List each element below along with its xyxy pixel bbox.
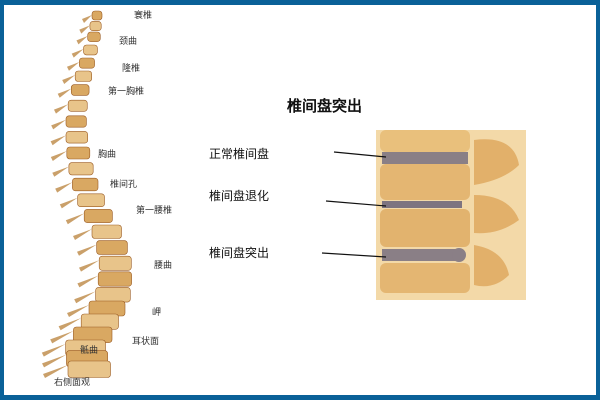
spinous-process	[55, 182, 73, 193]
label-herniated-disc: 椎间盘突出	[209, 246, 270, 260]
spinous-process	[77, 244, 97, 256]
spinous-process	[62, 75, 76, 84]
vertebra	[74, 70, 92, 82]
vertebra	[67, 99, 88, 112]
label-vertebra-prominens: 隆椎	[122, 64, 141, 74]
label-sacral-curve: 骶曲	[80, 346, 99, 356]
label-thoracic-curve: 胸曲	[98, 150, 117, 160]
disc-illustration	[321, 130, 526, 300]
disc-title: 椎间盘突出	[287, 97, 363, 115]
spinous-process	[41, 344, 66, 357]
label-promontory: 岬	[152, 308, 162, 318]
diagram-canvas: 寰椎 颈曲 隆椎 第一胸椎 胸曲 椎间孔 第一腰椎 腰曲 岬 耳状面 骶曲 右侧…	[4, 5, 596, 395]
label-degenerated-disc: 椎间盘退化	[209, 189, 270, 203]
spinous-process	[58, 318, 82, 331]
spinous-process	[57, 88, 72, 98]
spinous-process	[42, 354, 67, 368]
spinous-process	[59, 197, 78, 209]
spinous-process	[79, 260, 100, 272]
label-first-lumbar: 第一腰椎	[136, 206, 173, 216]
spinous-process	[79, 25, 90, 34]
vertebra	[70, 84, 90, 96]
vertebra	[91, 224, 122, 239]
label-lumbar-curve: 腰曲	[154, 261, 173, 271]
vertebra	[95, 287, 131, 303]
vertebra	[83, 209, 113, 223]
spinous-process	[51, 119, 66, 130]
vertebra	[96, 240, 128, 255]
vertebra	[66, 146, 91, 160]
spinous-process	[74, 291, 96, 304]
spinous-process	[71, 49, 84, 58]
spine-illustration	[41, 10, 132, 378]
vertebra	[98, 255, 132, 271]
spinous-process	[50, 151, 67, 161]
vertebra	[65, 115, 87, 128]
vertebra	[77, 193, 105, 208]
vertebra	[79, 57, 95, 69]
vertebra	[83, 44, 98, 56]
vertebra	[89, 21, 102, 31]
vertebra	[68, 162, 94, 176]
spinous-process	[67, 305, 89, 317]
spine-caption: 右侧面观	[54, 378, 91, 388]
spinous-process	[65, 213, 85, 225]
spinous-process	[76, 36, 88, 45]
vertebra	[97, 271, 132, 287]
spinous-process	[82, 15, 92, 23]
spinous-process	[53, 104, 69, 114]
spinous-process	[52, 166, 69, 177]
vertebra	[91, 10, 103, 21]
label-first-thoracic: 第一胸椎	[108, 87, 145, 97]
spinous-process	[77, 275, 99, 288]
vertebra	[65, 131, 89, 144]
vertebra	[72, 177, 99, 192]
label-intervertebral-foramen: 椎间孔	[110, 180, 138, 190]
spinous-process	[50, 135, 66, 146]
label-normal-disc: 正常椎间盘	[209, 147, 270, 161]
vertebra	[87, 31, 101, 42]
spinous-process	[43, 365, 68, 378]
label-cervical-curve: 颈曲	[119, 37, 138, 47]
illustrations	[41, 10, 526, 378]
label-atlas: 寰椎	[134, 11, 153, 21]
spinous-process	[73, 229, 92, 240]
spinous-process	[66, 62, 80, 71]
vertebra	[67, 360, 111, 378]
spinous-process	[50, 331, 74, 344]
label-auricular-surface: 耳状面	[132, 337, 160, 347]
